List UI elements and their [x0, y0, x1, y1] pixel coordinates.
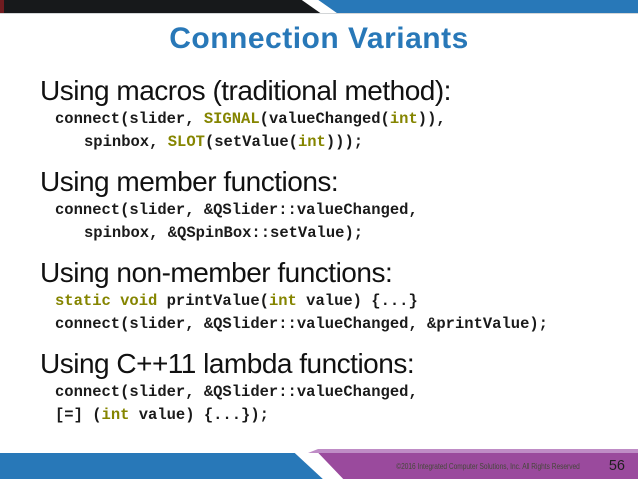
code-text: printValue( — [166, 292, 269, 310]
code-section: Using member functions: connect(slider, &… — [40, 167, 630, 244]
top-banner-blue-segment — [318, 0, 638, 13]
section-heading: Using macros (traditional method): — [40, 75, 451, 106]
section-heading: Using member functions: — [40, 166, 339, 197]
code-text: spinbox, — [84, 132, 168, 151]
code-line: spinbox, &QSpinBox::setValue); — [40, 222, 630, 245]
code-keyword: int — [389, 110, 418, 128]
code-keyword: int — [268, 292, 297, 310]
code-section: Using C++11 lambda functions: connect(sli… — [40, 349, 630, 426]
code-keyword: SIGNAL — [203, 110, 260, 128]
top-banner-red-accent — [0, 0, 4, 13]
code-text: connect(slider, — [55, 110, 204, 128]
slide-body: Using macros (traditional method):connec… — [40, 76, 630, 440]
top-banner-black-segment — [0, 0, 321, 13]
footer-blue-segment — [0, 453, 323, 479]
code-text: spinbox, &QSpinBox::setValue); — [84, 223, 364, 242]
slide-title: Connection Variants — [169, 22, 469, 55]
code-line: connect(slider, &QSlider::valueChanged, — [40, 199, 630, 222]
code-line: static void printValue(int value) {...} — [40, 290, 630, 313]
page-number: 56 — [608, 458, 625, 474]
code-line: [=] (int value) {...}); — [40, 404, 630, 427]
code-text: value) {...}); — [129, 405, 269, 424]
code-keyword: int — [297, 132, 326, 151]
code-text: )), — [417, 110, 446, 128]
code-text: (valueChanged( — [259, 110, 390, 128]
code-keyword: SLOT — [167, 132, 205, 151]
code-line: spinbox, SLOT(setValue(int))); — [40, 131, 630, 154]
code-text: connect(slider, &QSlider::valueChanged, — [55, 201, 418, 219]
code-section: Using non-member functions:static void p… — [40, 258, 630, 335]
footer-banner: ©2016 Integrated Computer Solutions, Inc… — [0, 449, 638, 479]
section-heading: Using non-member functions: — [40, 257, 393, 288]
code-text: value) {...} — [296, 292, 418, 310]
code-text: [=] ( — [55, 405, 102, 424]
code-text: (setValue( — [204, 132, 298, 151]
code-keyword: int — [101, 405, 130, 424]
code-text: connect(slider, &QSlider::valueChanged, — [55, 383, 418, 401]
code-line: connect(slider, &QSlider::valueChanged, — [40, 381, 630, 404]
footer-purple-segment — [318, 453, 638, 479]
footer-purple-highlight-stripe — [308, 449, 638, 453]
code-line: connect(slider, SIGNAL(valueChanged(int)… — [40, 108, 630, 131]
code-keyword: static void — [55, 292, 167, 310]
section-heading: Using C++11 lambda functions: — [40, 348, 415, 379]
footer-copyright-text: ©2016 Integrated Computer Solutions, Inc… — [396, 461, 580, 471]
top-banner — [0, 0, 638, 14]
code-section: Using macros (traditional method):connec… — [40, 76, 630, 153]
code-text: connect(slider, &QSlider::valueChanged, … — [55, 314, 548, 333]
code-text: ))); — [325, 132, 364, 151]
code-line: connect(slider, &QSlider::valueChanged, … — [40, 313, 630, 336]
